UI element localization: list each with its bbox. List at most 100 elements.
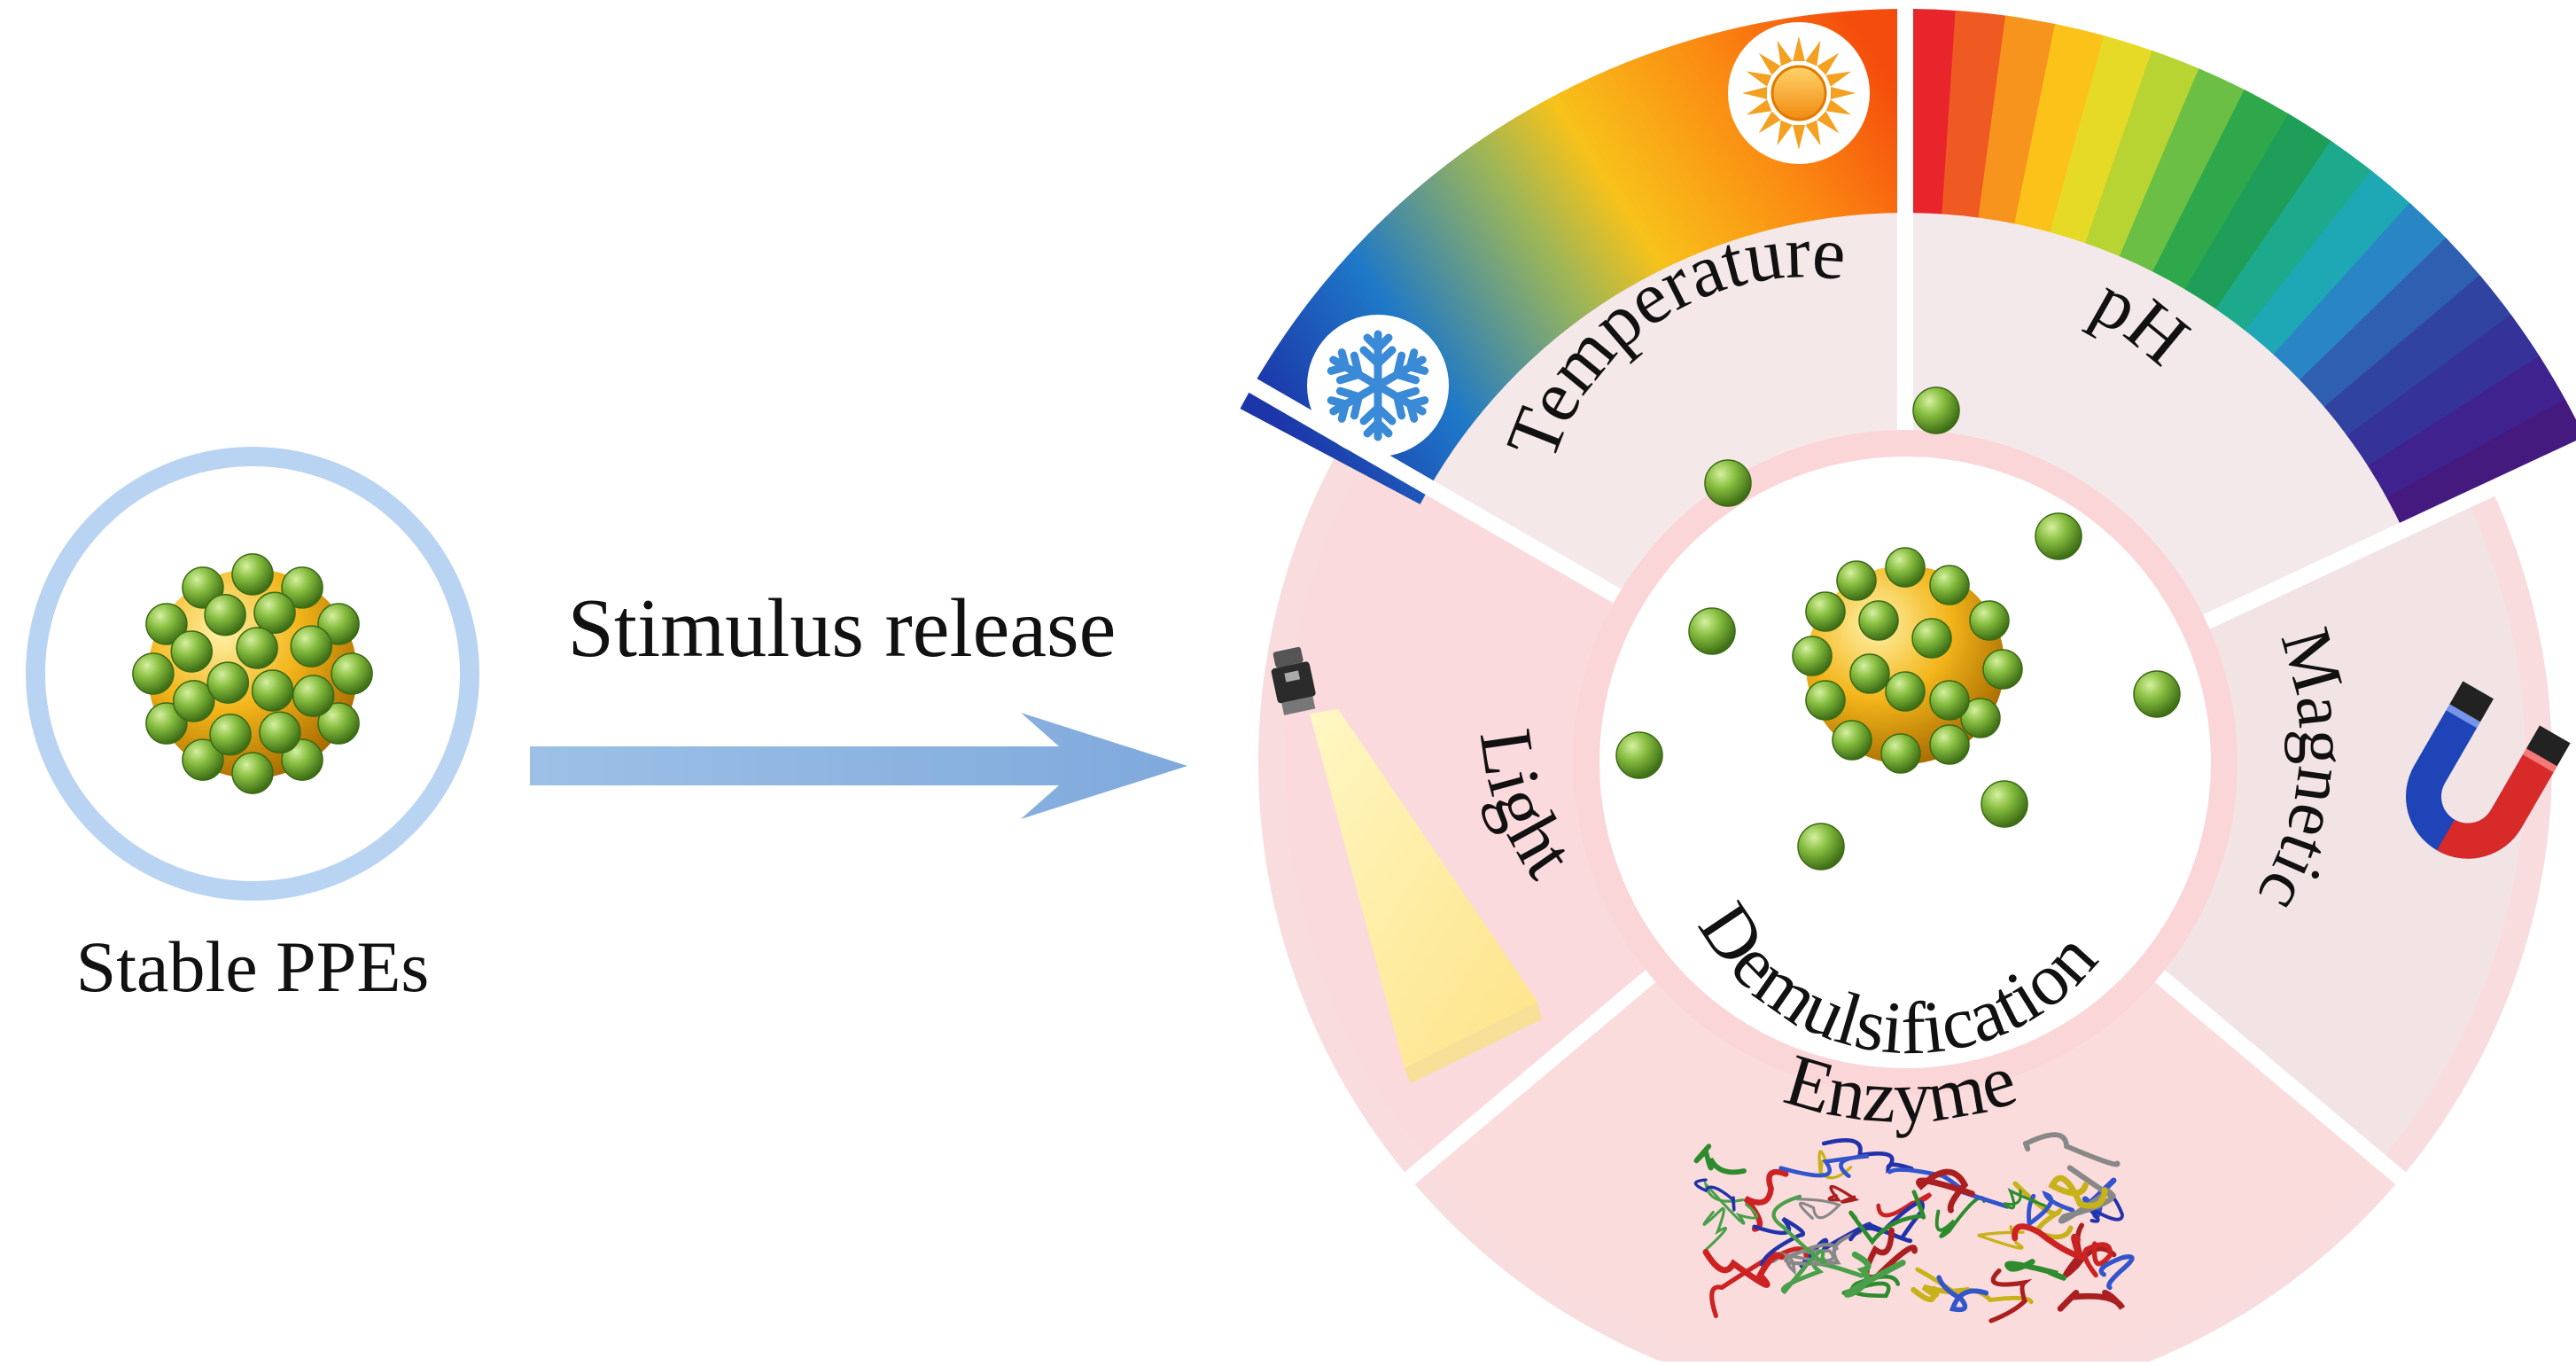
ph-segment: [1905, 213, 2403, 622]
segment-separator: [1316, 961, 1667, 1259]
green-nanoparticle: [1969, 600, 2010, 641]
released-nanoparticle: [1615, 731, 1663, 779]
segment-separators: [1241, 0, 2576, 1259]
green-nanoparticle: [1858, 600, 1899, 641]
released-nanoparticles: [1615, 386, 2181, 870]
arrow-label: Stimulus release: [568, 582, 1117, 675]
green-nanoparticle: [206, 661, 250, 704]
protein-ribbon: [2003, 1188, 2048, 1210]
protein-ribbon: [2022, 1132, 2121, 1167]
protein-ribbon: [1817, 1150, 1853, 1180]
protein-structure-icon: [1693, 1132, 2135, 1323]
sun-icon: [1728, 22, 1870, 164]
ph-color-band: [2215, 140, 2375, 333]
green-nanoparticle: [251, 669, 294, 712]
green-nanoparticle: [292, 675, 335, 717]
released-nanoparticle: [1912, 386, 1960, 434]
protein-ribbon: [1977, 1225, 2025, 1250]
green-nanoparticle: [204, 593, 246, 636]
protein-ribbon: [1702, 1249, 1786, 1288]
protein-ribbon: [1784, 1230, 1862, 1266]
stimulus-release-arrow: Stimulus release: [530, 582, 1187, 819]
protein-ribbon: [1693, 1178, 1736, 1212]
protein-ribbon: [1988, 1268, 2033, 1323]
protein-ribbon: [1795, 1198, 1842, 1220]
protein-ribbon: [2012, 1223, 2084, 1261]
protein-ribbon: [2098, 1254, 2135, 1291]
ph-color-band: [2368, 355, 2567, 500]
green-nanoparticle: [172, 680, 215, 722]
green-nanoparticle: [170, 630, 214, 673]
ph-color-band: [2152, 90, 2292, 291]
ph-color-band: [2085, 50, 2203, 258]
stable-ppe-group: Stable PPEs: [26, 447, 479, 1007]
ph-color-band: [1978, 15, 2059, 225]
protein-ribbon: [1743, 1168, 1789, 1232]
protein-ribbon: [2012, 1181, 2074, 1240]
ph-color-band: [2346, 314, 2542, 469]
ph-color-band: [2300, 238, 2483, 410]
green-nanoparticle: [1805, 591, 1846, 632]
released-nanoparticle: [1797, 823, 1845, 870]
green-nanoparticle: [1805, 680, 1846, 721]
segment-separator: [1241, 374, 1633, 610]
green-nanoparticle: [231, 752, 274, 794]
green-nanoparticle: [1792, 636, 1833, 676]
stimulus-wheel: Temperature pH Magnetic Enzyme Light Dem…: [1240, 0, 2576, 1366]
green-nanoparticle: [1880, 733, 1921, 774]
protein-ribbon: [1848, 1190, 1926, 1245]
protein-ribbon: [2057, 1289, 2126, 1312]
segment-separator: [2191, 441, 2576, 636]
green-nanoparticle: [1911, 618, 1952, 659]
green-nanoparticle: [1836, 560, 1877, 601]
green-nanoparticle: [132, 652, 175, 695]
green-nanoparticle: [281, 566, 323, 609]
light-segment: [1285, 452, 1651, 1161]
green-nanoparticle: [317, 702, 360, 745]
released-nanoparticle: [2133, 670, 2181, 718]
green-nanoparticle: [1960, 698, 2001, 738]
green-nanoparticle: [259, 711, 301, 754]
green-nanoparticle: [1929, 680, 1970, 721]
protein-ribbon: [1841, 1274, 1901, 1299]
stable-ppe-caption: Stable PPEs: [76, 926, 430, 1007]
ph-color-band: [2386, 399, 2576, 533]
protein-ribbon: [2004, 1259, 2066, 1281]
protein-ribbon: [1916, 1168, 1975, 1214]
ph-color-band: [2184, 113, 2335, 311]
segment-separator: [2144, 961, 2494, 1259]
protein-ribbon: [1827, 1184, 1860, 1204]
green-nanoparticle: [145, 603, 188, 645]
green-nanoparticle: [236, 627, 278, 669]
protein-ribbon: [1702, 1206, 1728, 1252]
protein-ribbon: [1821, 1138, 1914, 1175]
protein-ribbon: [1703, 1180, 1758, 1225]
green-nanoparticle: [1832, 720, 1872, 761]
protein-ribbon: [1934, 1196, 1987, 1238]
released-nanoparticle: [1704, 459, 1752, 507]
green-nanoparticle: [331, 652, 373, 695]
right-arrow-icon: [530, 713, 1187, 819]
protein-ribbon: [1936, 1275, 1989, 1313]
spotlight-icon: [1271, 646, 1542, 1083]
green-nanoparticle: [209, 713, 252, 756]
green-nanoparticle: [1885, 671, 1926, 712]
protein-ribbon: [1693, 1144, 1747, 1175]
temperature-segment: [1429, 213, 1905, 597]
protein-ribbon: [1844, 1251, 1906, 1298]
protein-ribbon: [2026, 1190, 2075, 1229]
ph-color-band: [2119, 68, 2248, 273]
released-nanoparticle: [1981, 780, 2028, 828]
green-nanoparticle: [290, 625, 333, 667]
ph-color-band: [2050, 35, 2156, 245]
gold-core: [148, 569, 357, 778]
ph-rainbow-band: [1905, 9, 2576, 533]
demulsified-particle-icon: [1792, 547, 2023, 774]
released-nanoparticle: [1688, 607, 1736, 655]
green-nanoparticle: [231, 553, 274, 596]
snowflake-icon: [1307, 315, 1449, 457]
released-nanoparticle: [2035, 512, 2082, 560]
ph-color-band: [2323, 275, 2514, 439]
ph-color-band: [1942, 10, 2010, 218]
